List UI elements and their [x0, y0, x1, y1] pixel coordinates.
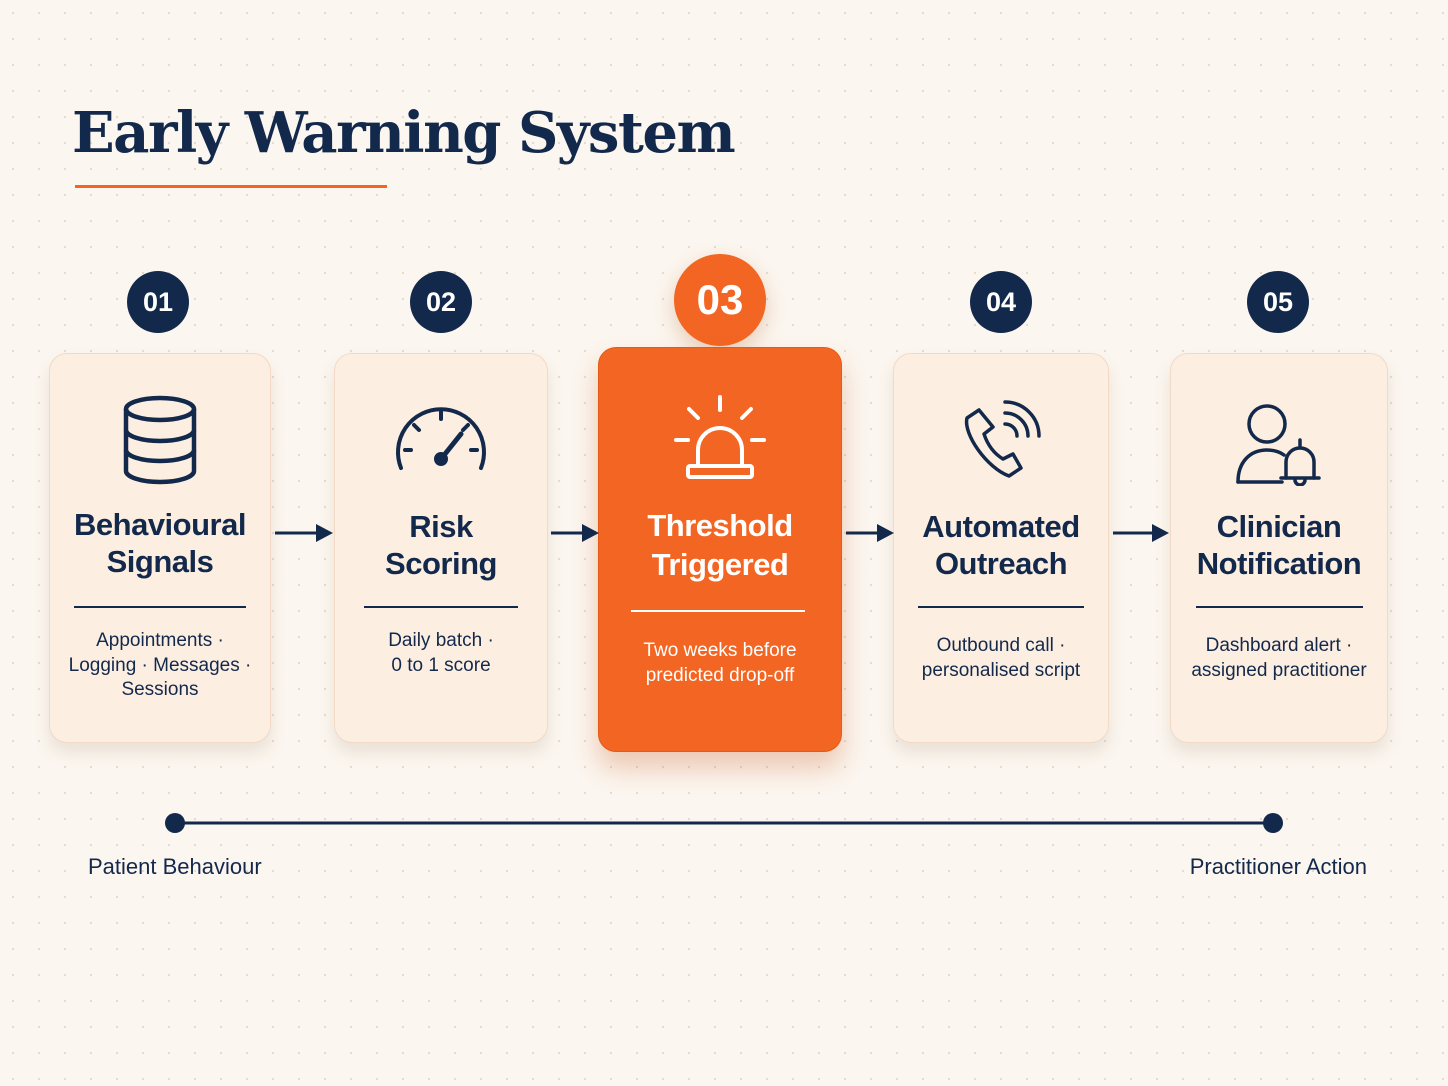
title-underline: [75, 185, 387, 188]
card-description: Outbound call · personalised script: [902, 634, 1100, 683]
database-icon: [123, 395, 197, 485]
timeline-end-dot: [1263, 813, 1283, 833]
step-card-automated-outreach[interactable]: Automated Outreach Outbound call · perso…: [893, 353, 1109, 743]
card-title: Risk Scoring: [335, 508, 547, 582]
card-title-line: Notification: [1196, 546, 1362, 581]
card-title-line: Scoring: [385, 546, 497, 581]
card-desc-line: Dashboard alert ·: [1205, 635, 1353, 656]
card-desc-line: Appointments ·: [96, 630, 224, 651]
card-description: Dashboard alert · assigned practitioner: [1179, 634, 1379, 683]
card-title: Threshold Triggered: [599, 506, 841, 584]
card-title-line: Outreach: [934, 546, 1068, 581]
user-bell-icon: [1236, 404, 1321, 486]
step-card-threshold-triggered[interactable]: Threshold Triggered Two weeks before pre…: [598, 347, 842, 752]
card-title-line: Clinician: [1216, 509, 1342, 544]
card-desc-line: 0 to 1 score: [391, 654, 491, 676]
timeline-start-label: Patient Behaviour: [88, 854, 262, 879]
card-divider: [631, 610, 805, 612]
step-number-4: 04: [970, 271, 1032, 333]
step-card-behavioural-signals[interactable]: Behavioural Signals Appointments · Loggi…: [49, 353, 271, 743]
arrow-right-icon: [275, 524, 333, 542]
timeline-end-label: Practitioner Action: [1189, 854, 1367, 879]
timeline-start-dot: [165, 813, 185, 833]
step-number-2: 02: [410, 271, 472, 333]
card-desc-line: Sessions: [121, 679, 199, 700]
phone-call-icon: [964, 400, 1041, 478]
card-desc-line: Daily batch ·: [388, 630, 494, 651]
step-card-clinician-notification[interactable]: Clinician Notification Dashboard alert ·…: [1170, 353, 1388, 743]
card-desc-line: personalised script: [921, 659, 1081, 681]
arrow-right-icon: [846, 524, 894, 542]
card-description: Daily batch · 0 to 1 score: [343, 629, 539, 678]
arrow-right-icon: [551, 524, 599, 542]
step-number-3: 03: [674, 254, 766, 346]
alarm-icon: [674, 395, 766, 479]
card-desc-line: assigned practitioner: [1191, 659, 1367, 681]
step-card-risk-scoring[interactable]: Risk Scoring Daily batch · 0 to 1 score: [334, 353, 548, 743]
card-title-line: Triggered: [651, 547, 789, 582]
card-description: Two weeks before predicted drop-off: [607, 639, 833, 688]
arrow-right-icon: [1113, 524, 1169, 542]
card-title-line: Risk: [409, 509, 473, 544]
card-title-line: Threshold: [647, 508, 793, 543]
card-divider: [364, 606, 518, 608]
step-number-1: 01: [127, 271, 189, 333]
card-description: Appointments · Logging · Messages · Sess…: [58, 629, 262, 703]
card-desc-line: Logging · Messages ·: [68, 654, 252, 676]
card-title-line: Automated: [922, 509, 1080, 544]
card-desc-line: predicted drop-off: [645, 664, 795, 686]
card-divider: [918, 606, 1084, 608]
card-divider: [74, 606, 246, 608]
card-title-line: Signals: [106, 544, 214, 579]
card-divider: [1196, 606, 1363, 608]
gauge-icon: [396, 407, 486, 470]
card-title: Clinician Notification: [1171, 508, 1387, 582]
card-title: Behavioural Signals: [50, 506, 270, 580]
card-desc-line: Two weeks before: [643, 640, 797, 661]
page-title: Early Warning System: [72, 100, 736, 166]
card-desc-line: Outbound call ·: [936, 635, 1066, 656]
card-title-line: Behavioural: [74, 507, 246, 542]
card-title: Automated Outreach: [894, 508, 1108, 582]
step-number-5: 05: [1247, 271, 1309, 333]
